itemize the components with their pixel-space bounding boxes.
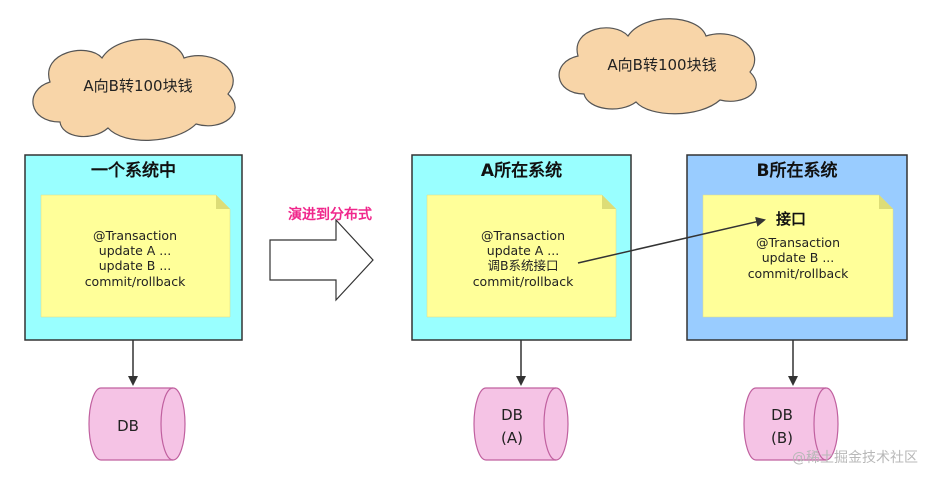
- db-cylinder-face: [813, 387, 827, 461]
- sticky-note: [40, 194, 231, 318]
- database-a: DB (A): [473, 387, 569, 461]
- db-label-sub: (B): [771, 429, 793, 447]
- note-line: @Transaction: [93, 228, 177, 243]
- sticky-note: [702, 194, 894, 318]
- evolve-arrow-icon: [269, 218, 374, 302]
- db-label: DB: [501, 406, 523, 424]
- db-label-sub: (A): [501, 429, 523, 447]
- note-line: @Transaction: [756, 235, 840, 250]
- watermark-text: @稀土掘金技术社区: [792, 450, 918, 466]
- note-line: update A ...: [487, 243, 559, 258]
- system-title: B所在系统: [757, 160, 838, 181]
- cloud-shape: [558, 18, 757, 115]
- interface-label: 接口: [776, 210, 806, 228]
- database-single: DB: [88, 387, 186, 461]
- db-cylinder-face: [160, 387, 174, 461]
- note-fold: [216, 195, 230, 209]
- system-title: 一个系统中: [91, 160, 176, 181]
- cloud-text: A向B转100块钱: [83, 77, 192, 95]
- cloud-shape: [32, 38, 236, 141]
- note-fold: [602, 195, 616, 209]
- db-label: DB: [771, 406, 793, 424]
- note-line: update B ...: [762, 250, 835, 265]
- note-line: update B ...: [99, 258, 172, 273]
- db-cylinder-face: [543, 387, 557, 461]
- system-box-b: B所在系统 接口 @Transaction update B ... commi…: [686, 154, 908, 341]
- note-line: commit/rollback: [473, 274, 574, 289]
- right-cloud: A向B转100块钱: [558, 18, 757, 115]
- system-box-single: 一个系统中 @Transaction update A ... update B…: [24, 154, 243, 341]
- call-arrow: [577, 216, 766, 264]
- note-line: @Transaction: [481, 228, 565, 243]
- evolve-label: 演进到分布式: [288, 206, 372, 223]
- system-title: A所在系统: [481, 160, 562, 181]
- note-line: commit/rollback: [85, 274, 186, 289]
- sticky-note: [426, 194, 617, 318]
- note-line: update A ...: [99, 243, 171, 258]
- db-cylinder: [473, 387, 569, 461]
- note-line: commit/rollback: [748, 266, 849, 281]
- db-label: DB: [117, 417, 139, 435]
- cloud-text: A向B转100块钱: [607, 56, 716, 74]
- database-b: DB (B): [743, 387, 839, 461]
- left-cloud: A向B转100块钱: [32, 38, 236, 141]
- system-box-a: A所在系统 @Transaction update A ... 调B系统接口 c…: [411, 154, 632, 341]
- note-fold: [879, 195, 893, 209]
- note-line: 调B系统接口: [487, 258, 558, 273]
